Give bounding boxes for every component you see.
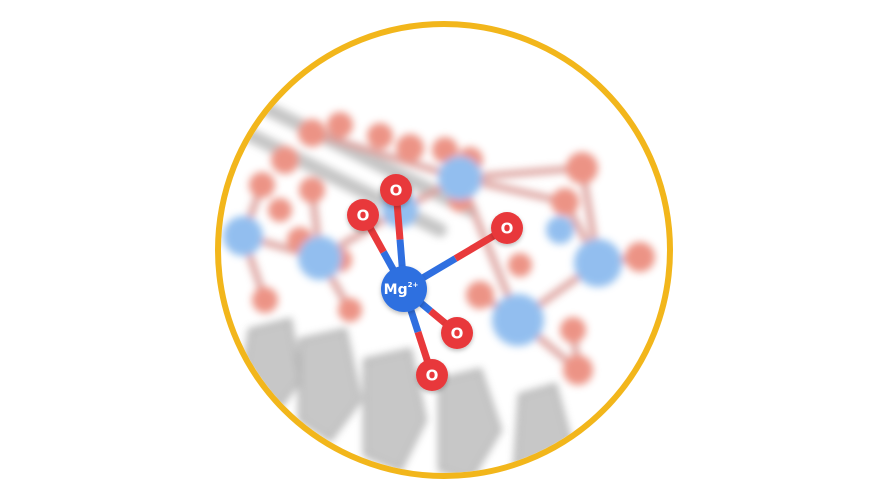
lattice-oxygen-atom (551, 188, 579, 216)
lattice-metal-atom (223, 216, 263, 256)
oxygen-atom-3: O (491, 212, 523, 244)
lattice-oxygen-atom (298, 119, 326, 147)
lattice-bond (308, 129, 464, 182)
ligand-atoms: O O O O O (347, 174, 523, 391)
lattice-oxygen-atom (560, 317, 586, 343)
lattice-metal-atom (546, 216, 574, 244)
oxygen-label-1: O (390, 182, 403, 200)
lattice-metal-atom (574, 239, 622, 287)
oxygen-atom-1: O (380, 174, 412, 206)
lattice-oxygen-atom (268, 198, 292, 222)
lattice-oxygen-atom (396, 134, 424, 162)
lattice-oxygen-atom (249, 172, 275, 198)
lattice-oxygen-atom (367, 123, 393, 149)
lattice-oxygen-atom (338, 298, 362, 322)
oxygen-atom-5: O (416, 359, 448, 391)
lattice-oxygen-atom (271, 146, 299, 174)
oxygen-atom-4: O (441, 317, 473, 349)
lattice-metal-atom (438, 156, 482, 200)
lattice-oxygen-atom (563, 355, 593, 385)
lattice-oxygen-atom (466, 281, 494, 309)
oxygen-atom-2: O (347, 199, 379, 231)
magnesium-label: Mg2+ (384, 281, 419, 298)
magnesium-symbol: Mg (384, 282, 408, 298)
lattice-metal-atom (492, 294, 544, 346)
lattice-oxygen-atom (508, 253, 532, 277)
lattice-oxygen-atom (566, 152, 598, 184)
oxygen-label-3: O (501, 220, 514, 238)
oxygen-label-2: O (357, 207, 370, 225)
lattice-oxygen-atom (252, 287, 278, 313)
lattice-metal-atom (298, 236, 342, 280)
lattice-oxygen-atom (432, 137, 458, 163)
oxygen-label-5: O (426, 367, 439, 385)
lattice-oxygen-atom (327, 112, 353, 138)
frame-ring (215, 21, 673, 479)
lattice-oxygen-atom (299, 177, 325, 203)
magnesium-charge: 2+ (408, 281, 419, 289)
oxygen-label-4: O (451, 325, 464, 343)
magnesium-ion: Mg2+ (381, 266, 427, 312)
lattice-oxygen-atom (625, 242, 655, 272)
